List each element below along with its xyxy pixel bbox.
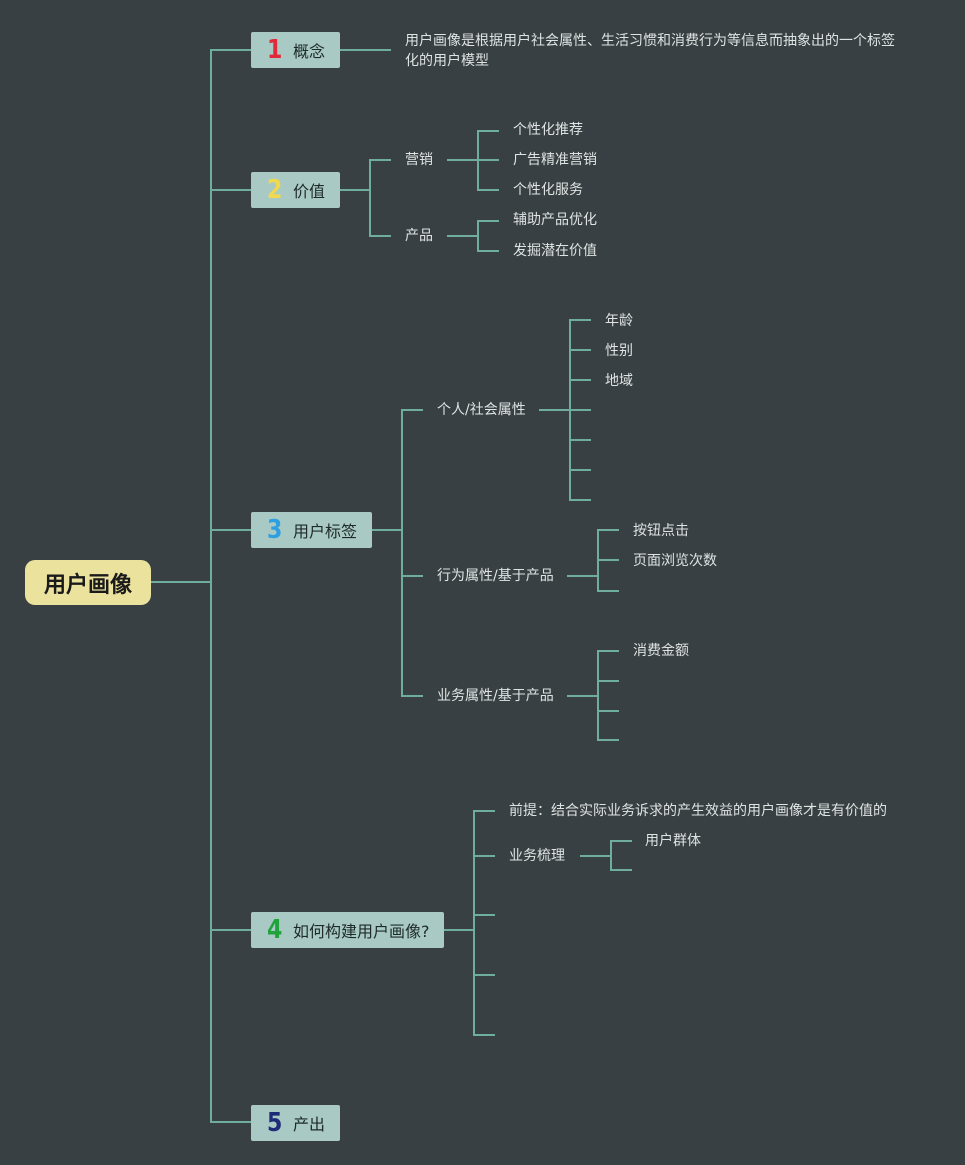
leaf-user-groups[interactable]: 用户群体: [645, 833, 701, 849]
topic-business-review[interactable]: 业务梳理: [509, 848, 565, 864]
branch-label: 产出: [293, 1115, 326, 1134]
number-2-icon: 2: [267, 175, 283, 205]
number-4-icon: 4: [267, 915, 283, 945]
leaf-precision-ads[interactable]: 广告精准营销: [513, 152, 597, 168]
leaf-age[interactable]: 年龄: [605, 313, 633, 329]
topic-behavior-attributes[interactable]: 行为属性/基于产品: [437, 568, 554, 584]
number-3-icon: 3: [267, 515, 283, 545]
branch-concept[interactable]: 1 概念: [251, 32, 340, 68]
concept-description: 用户画像是根据用户社会属性、生活习惯和消费行为等信息而抽象出的一个标签化的用户模…: [405, 33, 895, 69]
leaf-button-clicks[interactable]: 按钮点击: [633, 523, 689, 539]
leaf-personalized-service[interactable]: 个性化服务: [513, 182, 583, 198]
topic-marketing[interactable]: 营销: [405, 152, 433, 168]
topic-business-attributes[interactable]: 业务属性/基于产品: [437, 688, 554, 704]
leaf-spending-amount[interactable]: 消费金额: [633, 643, 689, 659]
number-1-icon: 1: [267, 35, 283, 65]
topic-product[interactable]: 产品: [405, 228, 433, 244]
branch-value[interactable]: 2 价值: [251, 172, 340, 208]
root-topic[interactable]: 用户画像: [25, 560, 151, 605]
leaf-personalized-recommendation[interactable]: 个性化推荐: [513, 122, 583, 138]
branch-how-to-build[interactable]: 4 如何构建用户画像?: [251, 912, 444, 948]
branch-label: 如何构建用户画像?: [293, 922, 430, 941]
branch-label: 用户标签: [293, 522, 358, 541]
leaf-region[interactable]: 地域: [605, 373, 633, 389]
leaf-page-views[interactable]: 页面浏览次数: [633, 553, 717, 569]
branch-user-tags[interactable]: 3 用户标签: [251, 512, 372, 548]
branch-label: 价值: [293, 182, 326, 201]
topic-personal-social-attributes[interactable]: 个人/社会属性: [437, 402, 526, 418]
branch-label: 概念: [293, 42, 326, 61]
number-5-icon: 5: [267, 1108, 283, 1138]
branch-output[interactable]: 5 产出: [251, 1105, 340, 1141]
leaf-latent-value[interactable]: 发掘潜在价值: [513, 243, 597, 259]
leaf-product-optimization[interactable]: 辅助产品优化: [513, 212, 597, 228]
leaf-gender[interactable]: 性别: [605, 343, 633, 359]
topic-premise[interactable]: 前提：结合实际业务诉求的产生效益的用户画像才是有价值的: [509, 803, 887, 819]
